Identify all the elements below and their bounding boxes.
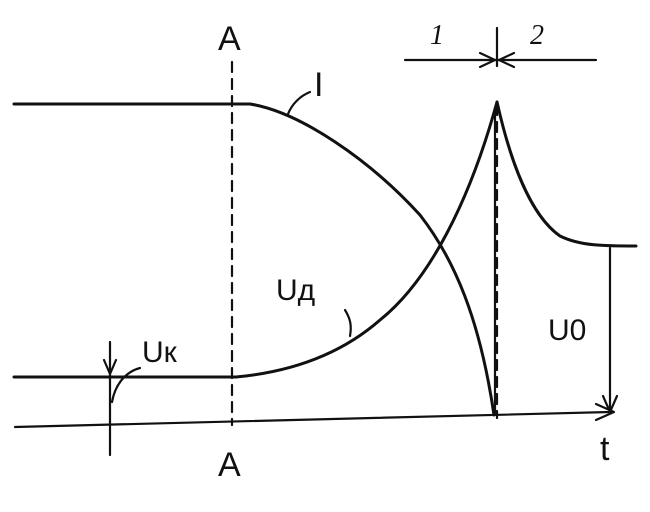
section-label-top: A xyxy=(218,20,241,58)
phase-1-label: 1 xyxy=(430,20,444,51)
uk-leader xyxy=(110,366,142,404)
uk-tick-arrow xyxy=(102,358,118,376)
current-curve xyxy=(12,102,496,417)
current-leader xyxy=(286,90,312,116)
time-axis-arrowhead xyxy=(594,402,616,422)
diode-voltage-label: Uд xyxy=(276,274,315,307)
knee-voltage-label: Uк xyxy=(142,336,178,369)
u0-arrowhead xyxy=(601,394,619,414)
time-axis xyxy=(13,410,612,429)
diode-voltage-leader xyxy=(343,308,352,338)
section-label-bottom: A xyxy=(218,446,241,484)
diode-voltage-curve xyxy=(12,100,499,379)
phase-2-arrowhead xyxy=(497,51,516,69)
current-label: I xyxy=(314,66,323,104)
recovery-curve xyxy=(495,100,638,248)
phase-1-arrowhead xyxy=(478,51,497,69)
time-axis-label: t xyxy=(600,430,610,468)
phase-2-label: 2 xyxy=(530,20,544,51)
steady-voltage-label: U0 xyxy=(548,314,586,347)
